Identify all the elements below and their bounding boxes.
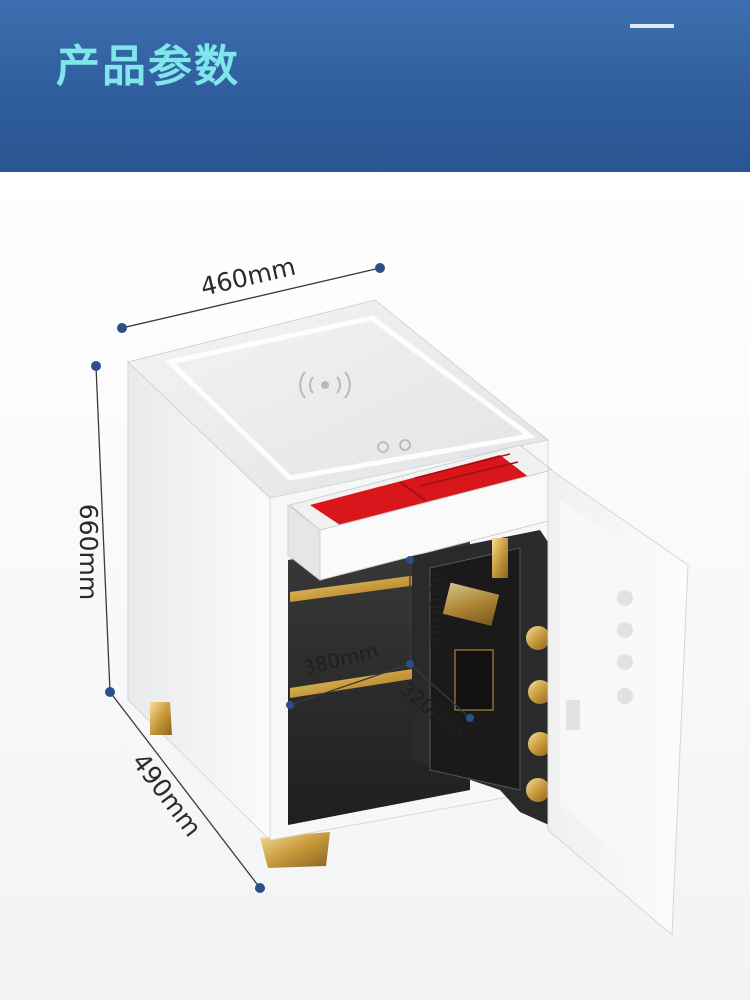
- dimension-dots: [91, 263, 474, 893]
- cabinet-top: [127, 299, 550, 499]
- safe-door: [547, 467, 689, 937]
- menu-dash-icon: [630, 24, 674, 28]
- dimension-lines: [95, 267, 471, 889]
- page-title: 产品参数: [56, 41, 240, 92]
- gold-lock-bolts: [442, 538, 552, 802]
- lightning-button-icon: [399, 439, 411, 451]
- wireless-charging-icon: [299, 371, 351, 399]
- foot-left: [150, 702, 172, 735]
- inner-height-label: 490mm: [425, 571, 449, 648]
- touch-button-icon: [377, 441, 389, 453]
- foot-front: [260, 832, 330, 868]
- inner-safe: [412, 530, 560, 830]
- outer-height-label: 660mm: [74, 504, 103, 600]
- brand-plate: [454, 649, 494, 711]
- header-banner: 产品参数: [0, 0, 750, 172]
- jewelry-drawer: [287, 444, 554, 582]
- outer-width-label: 460mm: [198, 252, 298, 302]
